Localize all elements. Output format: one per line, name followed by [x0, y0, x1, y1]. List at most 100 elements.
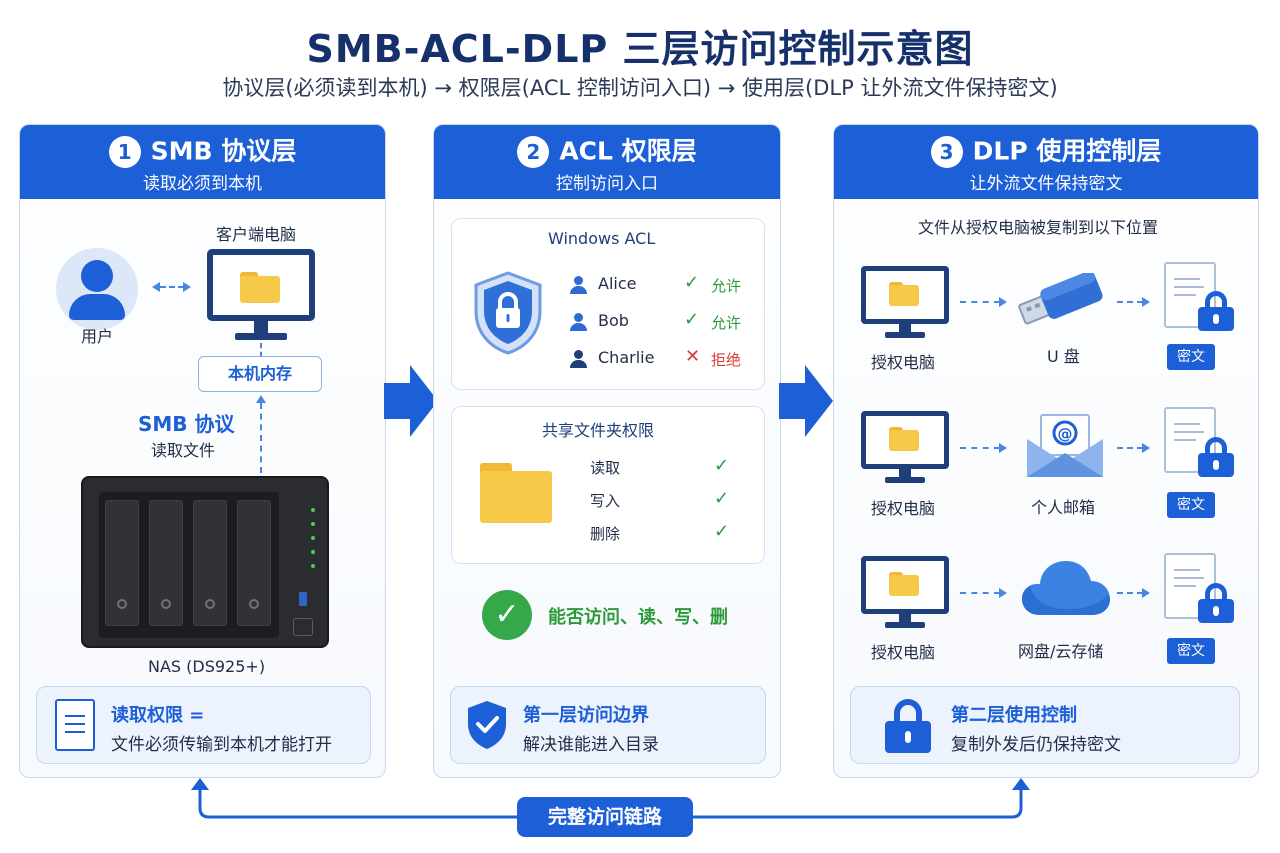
arrow-up-icon [256, 395, 266, 403]
dest-label: 个人邮箱 [1031, 498, 1096, 517]
check-icon: ✓ [714, 488, 730, 509]
panel-subtitle: 控制访问入口 [556, 174, 658, 194]
read-file-label: 读取文件 [151, 441, 216, 460]
share-title: 共享文件夹权限 [542, 421, 655, 440]
folder-icon [240, 272, 280, 303]
access-chain-connector [191, 778, 1030, 819]
acl-user: Charlie [598, 348, 655, 367]
first-boundary-box: 第一层访问边界 解决谁能进入目录 [450, 686, 766, 764]
arrow-left-icon [152, 282, 160, 292]
user-icon [570, 350, 587, 368]
folder-icon [480, 463, 552, 523]
document-icon [55, 699, 95, 751]
panel-dlp-header: 3 DLP 使用控制层 让外流文件保持密文 [834, 125, 1258, 199]
encrypted-tag: 密文 [1167, 492, 1215, 518]
drive-bay [149, 500, 183, 626]
panel-dlp: 3 DLP 使用控制层 让外流文件保持密文 文件从授权电脑被复制到以下位置 授权电… [833, 124, 1259, 778]
client-pc-label: 客户端电脑 [216, 225, 297, 244]
user-avatar [56, 248, 138, 330]
panel-smb: 1 SMB 协议层 读取必须到本机 客户端电脑 用户 本机内存 SMB 协议 读取… [19, 124, 386, 778]
arrow-right-icon [999, 297, 1007, 307]
share-perm: 写入 [590, 492, 621, 510]
page-subtitle: 协议层(必须读到本机) → 权限层(ACL 控制访问入口) → 使用层(DLP … [222, 76, 1058, 100]
local-memory-box: 本机内存 [198, 356, 322, 392]
smb-protocol-label: SMB 协议 [138, 412, 235, 436]
lock-icon [885, 699, 931, 753]
arrow-right-icon [999, 443, 1007, 453]
user-label: 用户 [81, 327, 114, 346]
dlp-intro: 文件从授权电脑被复制到以下位置 [918, 218, 1159, 237]
cloud-icon [1022, 561, 1110, 615]
windows-acl-card: Windows ACL Alice ✓ 允许 Bob ✓ 允许 Charlie … [451, 218, 765, 390]
drive-bay [193, 500, 227, 626]
nas-device-icon [81, 476, 329, 648]
arrow-right-icon [1142, 297, 1150, 307]
acl-user: Bob [598, 311, 629, 330]
panel-acl-header: 2 ACL 权限层 控制访问入口 [434, 125, 780, 199]
dest-label: 网盘/云存储 [1018, 642, 1104, 661]
authorized-pc-icon [861, 411, 949, 487]
read-permission-box: 读取权限 = 文件必须传输到本机才能打开 [36, 686, 371, 764]
share-perm: 删除 [590, 525, 621, 543]
shield-check-icon [468, 701, 506, 749]
step-number: 1 [108, 135, 141, 168]
encrypted-tag: 密文 [1167, 638, 1215, 664]
user-icon [570, 313, 587, 331]
power-button [293, 618, 313, 636]
access-result-text: 能否访问、读、写、删 [548, 607, 728, 628]
second-control-box: 第二层使用控制 复制外发后仍保持密文 [850, 686, 1240, 764]
shield-lock-icon [474, 271, 542, 355]
check-icon: ✓ [684, 309, 700, 330]
page-title: SMB-ACL-DLP 三层访问控制示意图 [306, 27, 974, 71]
second-control-text: 复制外发后仍保持密文 [951, 735, 1121, 755]
panel-title: DLP 使用控制层 [972, 136, 1162, 166]
authorized-pc-icon [861, 266, 949, 342]
source-label: 授权电脑 [871, 353, 936, 372]
arrow-right-icon [183, 282, 191, 292]
drive-bay [237, 500, 271, 626]
source-label: 授权电脑 [871, 499, 936, 518]
lock-icon [1198, 583, 1234, 623]
dest-label: U 盘 [1047, 347, 1080, 366]
shared-folder-card: 共享文件夹权限 读取 ✓ 写入 ✓ 删除 ✓ [451, 406, 765, 564]
acl-status: 允许 [711, 314, 742, 332]
lock-icon [1198, 437, 1234, 477]
share-perm: 读取 [590, 459, 621, 477]
check-icon: ✓ [684, 272, 700, 293]
arrow-right-icon [1142, 588, 1150, 598]
encrypted-tag: 密文 [1167, 344, 1215, 370]
lock-icon [1198, 291, 1234, 331]
email-icon: @ [1027, 414, 1103, 477]
svg-text:@: @ [1058, 425, 1073, 443]
second-control-title: 第二层使用控制 [951, 705, 1077, 726]
usb-drive-icon [1018, 273, 1103, 325]
acl-title: Windows ACL [548, 229, 656, 248]
local-memory-label: 本机内存 [227, 364, 292, 383]
check-icon: ✓ [714, 521, 730, 542]
panel-subtitle: 让外流文件保持密文 [969, 174, 1123, 194]
drive-bay [105, 500, 139, 626]
acl-status: 拒绝 [711, 351, 742, 369]
cross-icon: ✕ [685, 346, 701, 367]
arrow-right-icon [999, 588, 1007, 598]
arrow-right-icon [1142, 443, 1150, 453]
success-check-icon: ✓ [482, 590, 532, 640]
user-icon [81, 260, 113, 292]
check-icon: ✓ [714, 455, 730, 476]
client-pc-icon [207, 249, 315, 345]
flow-arrow-icon [779, 365, 835, 437]
step-number: 2 [517, 135, 550, 168]
panel-title: ACL 权限层 [559, 136, 697, 166]
read-permission-title: 读取权限 = [111, 705, 205, 726]
panel-title: SMB 协议层 [150, 136, 297, 166]
first-boundary-text: 解决谁能进入目录 [523, 735, 659, 755]
user-icon [570, 276, 587, 294]
source-label: 授权电脑 [871, 643, 936, 662]
first-boundary-title: 第一层访问边界 [523, 705, 649, 726]
read-permission-text: 文件必须传输到本机才能打开 [111, 735, 332, 755]
step-number: 3 [930, 135, 963, 168]
status-leds [289, 508, 319, 578]
nas-label: NAS (DS925+) [148, 657, 266, 676]
panel-subtitle: 读取必须到本机 [143, 174, 262, 194]
panel-smb-header: 1 SMB 协议层 读取必须到本机 [20, 125, 385, 199]
